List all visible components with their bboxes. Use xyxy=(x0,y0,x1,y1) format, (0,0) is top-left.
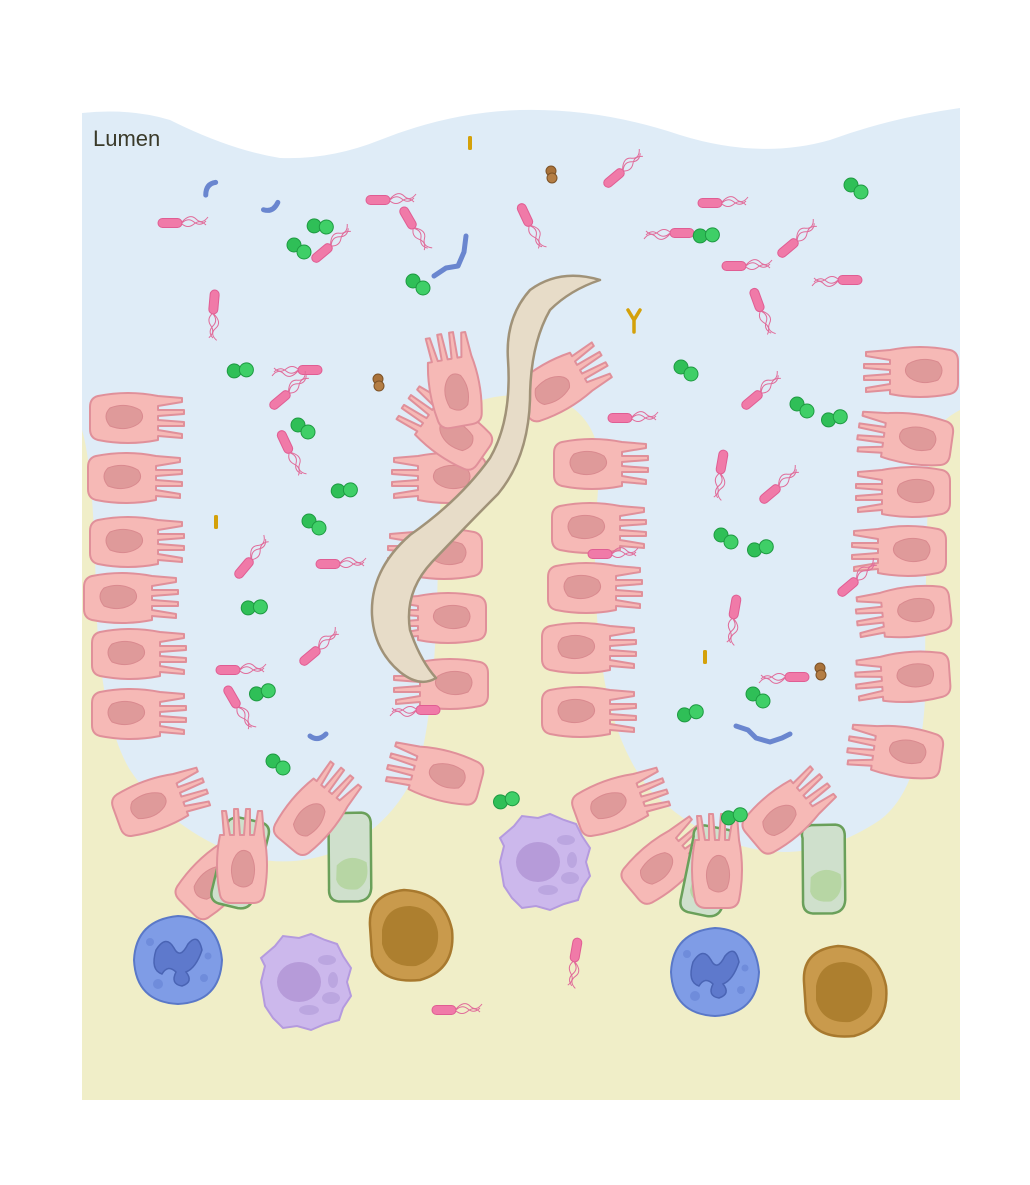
antibodies xyxy=(214,136,707,664)
eosinophil xyxy=(260,933,352,1031)
macrophage xyxy=(368,888,454,982)
neutrophil xyxy=(670,927,760,1017)
neutrophil xyxy=(133,915,223,1005)
macrophage xyxy=(802,944,888,1038)
brown-coccus-icon xyxy=(814,662,827,681)
helminth-icon xyxy=(370,274,602,684)
lumen-label: Lumen xyxy=(93,126,160,151)
spirillum-icon xyxy=(431,233,469,279)
brown-coccus-icon xyxy=(545,165,558,184)
brown-coccus-icon xyxy=(372,373,385,392)
antibody-icon xyxy=(703,650,707,664)
antibody-icon xyxy=(468,136,472,150)
lumen-region xyxy=(82,108,960,862)
antibody-icon xyxy=(214,515,218,529)
eosinophil xyxy=(499,813,591,911)
antibody-icon xyxy=(626,308,642,334)
goblet-cell xyxy=(793,820,855,918)
spirillum-icon xyxy=(733,723,793,745)
spirilla xyxy=(203,181,793,745)
